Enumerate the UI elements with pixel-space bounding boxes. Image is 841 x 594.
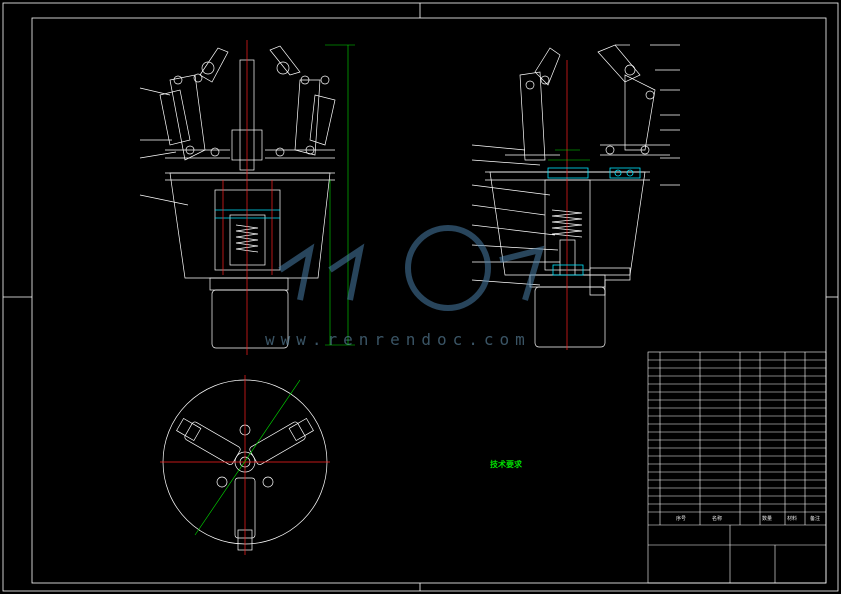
title-block-header-0: 序号	[676, 516, 687, 522]
section-view-highlights	[547, 167, 641, 276]
watermark-text: www.renrendoc.com	[265, 330, 531, 349]
technical-requirements: 技术要求	[490, 460, 640, 472]
title-block-header-3: 材料	[787, 516, 798, 522]
front-view	[139, 45, 336, 349]
title-block-header-4: 备注	[810, 516, 821, 522]
top-view-dimension	[194, 379, 301, 536]
section-view-dimension	[548, 149, 590, 161]
title-block-header-2: 数量	[762, 516, 773, 522]
section-view	[471, 44, 680, 348]
top-view-axis	[160, 375, 330, 555]
title-block	[647, 351, 827, 584]
title-block-header-1: 名称	[712, 516, 723, 522]
front-view-axis	[222, 40, 273, 355]
watermark-logo	[278, 225, 545, 311]
technical-requirements-title: 技术要求	[490, 460, 522, 469]
